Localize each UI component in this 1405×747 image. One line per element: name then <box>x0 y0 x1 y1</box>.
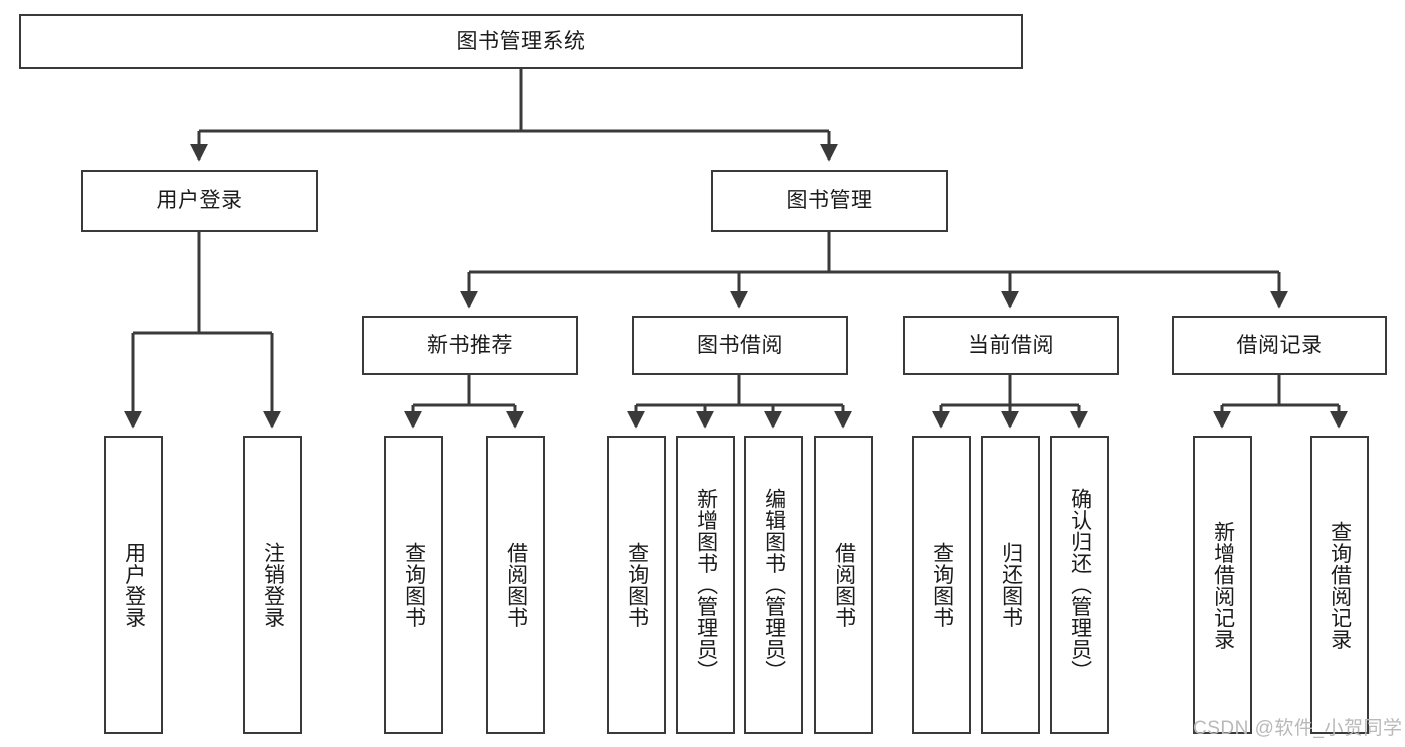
leaf-borrow-record-query[interactable]: 查询借阅记录 <box>1310 436 1369 734</box>
leaf-book-borrow-query-label: 查询图书 <box>625 542 649 628</box>
leaf-current-borrow-confirm-return-label: 确认归还（管理员） <box>1068 488 1092 682</box>
leaf-current-borrow-return-label: 归还图书 <box>999 542 1023 628</box>
leaf-borrow-record-add-label: 新增借阅记录 <box>1211 520 1235 650</box>
node-book-management[interactable]: 图书管理 <box>711 170 948 232</box>
leaf-borrow-record-query-label: 查询借阅记录 <box>1328 520 1352 650</box>
node-root-system[interactable]: 图书管理系统 <box>19 14 1023 69</box>
leaf-user-login-login[interactable]: 用户登录 <box>104 436 163 734</box>
node-book-management-label: 图书管理 <box>786 189 873 213</box>
leaf-current-borrow-return[interactable]: 归还图书 <box>981 436 1040 734</box>
leaf-current-borrow-query-label: 查询图书 <box>930 542 954 628</box>
leaf-book-borrow-query[interactable]: 查询图书 <box>607 436 666 734</box>
node-new-book-recommend-label: 新书推荐 <box>427 333 513 357</box>
leaf-current-borrow-query[interactable]: 查询图书 <box>912 436 971 734</box>
node-user-login-label: 用户登录 <box>156 189 243 213</box>
leaf-book-borrow-add-label: 新增图书（管理员） <box>694 488 718 682</box>
leaf-user-login-logout-label: 注销登录 <box>261 542 285 628</box>
leaf-current-borrow-confirm-return[interactable]: 确认归还（管理员） <box>1050 436 1109 734</box>
leaf-book-borrow-borrow[interactable]: 借阅图书 <box>814 436 873 734</box>
node-borrow-record-label: 借阅记录 <box>1236 333 1323 357</box>
leaf-new-book-borrow-label: 借阅图书 <box>504 542 528 628</box>
leaf-new-book-borrow[interactable]: 借阅图书 <box>486 436 545 734</box>
node-borrow-record[interactable]: 借阅记录 <box>1172 316 1387 375</box>
node-user-login[interactable]: 用户登录 <box>81 170 318 232</box>
node-book-borrow-label: 图书借阅 <box>697 333 783 357</box>
leaf-new-book-query[interactable]: 查询图书 <box>384 436 443 734</box>
leaf-borrow-record-add[interactable]: 新增借阅记录 <box>1193 436 1252 734</box>
leaf-user-login-login-label: 用户登录 <box>122 542 146 628</box>
leaf-book-borrow-add[interactable]: 新增图书（管理员） <box>676 436 735 734</box>
node-current-borrow-label: 当前借阅 <box>968 333 1054 357</box>
node-current-borrow[interactable]: 当前借阅 <box>903 316 1119 375</box>
leaf-user-login-logout[interactable]: 注销登录 <box>243 436 302 734</box>
leaf-book-borrow-edit[interactable]: 编辑图书（管理员） <box>744 436 803 734</box>
leaf-book-borrow-borrow-label: 借阅图书 <box>832 542 856 628</box>
leaf-new-book-query-label: 查询图书 <box>402 542 426 628</box>
node-root-system-label: 图书管理系统 <box>456 29 586 53</box>
leaf-book-borrow-edit-label: 编辑图书（管理员） <box>762 488 786 682</box>
node-book-borrow[interactable]: 图书借阅 <box>632 316 848 375</box>
node-new-book-recommend[interactable]: 新书推荐 <box>362 316 578 375</box>
